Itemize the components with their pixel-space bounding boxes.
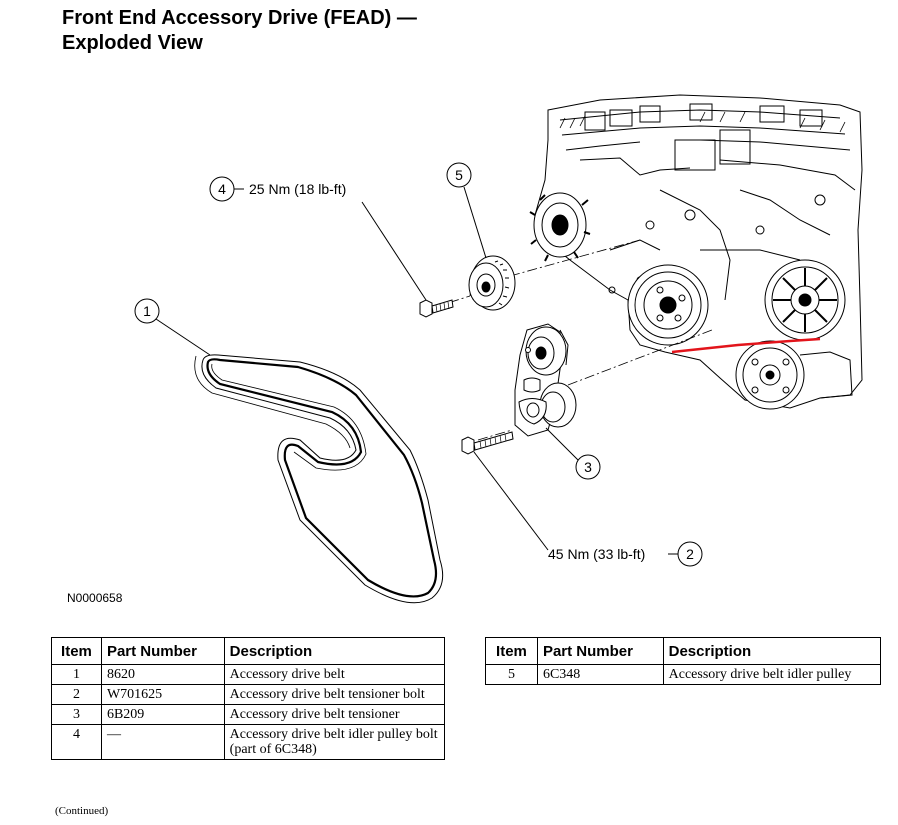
header-description: Description	[662, 637, 882, 665]
callout-5-number: 5	[455, 167, 463, 183]
callout-4-torque: 25 Nm (18 lb-ft)	[249, 181, 346, 197]
callout-3: 3	[545, 427, 601, 480]
header-part-number: Part Number	[536, 637, 664, 665]
callout-4-number: 4	[218, 181, 226, 197]
cell-description: Accessory drive belt	[223, 664, 446, 685]
table-row: 2 W701625 Accessory drive belt tensioner…	[51, 684, 446, 705]
exploded-view-diagram: 1 2 45 Nm (33 lb-ft) 3 4 25 Nm (18 lb-ft…	[134, 94, 863, 604]
cell-item: 4	[51, 724, 102, 760]
header-description: Description	[223, 637, 446, 665]
crankshaft-pulley	[627, 264, 709, 346]
header-item: Item	[51, 637, 102, 665]
table-row: 3 6B209 Accessory drive belt tensioner	[51, 704, 446, 725]
header-part-number: Part Number	[100, 637, 225, 665]
cell-item: 1	[51, 664, 102, 685]
belt-tensioner	[514, 323, 577, 437]
title-line-1: Front End Accessory Drive (FEAD) —	[62, 7, 417, 29]
callout-2-number: 2	[686, 546, 694, 562]
title-line-2: Exploded View	[62, 32, 203, 54]
cell-part-number: 6C348	[536, 664, 664, 685]
cell-item: 2	[51, 684, 102, 705]
callout-3-number: 3	[584, 459, 592, 475]
idler-pulley	[468, 255, 516, 311]
idler-pulley-bolt	[419, 299, 454, 318]
table-row: 1 8620 Accessory drive belt	[51, 664, 446, 685]
page-title: Front End Accessory Drive (FEAD) — Explo…	[62, 6, 522, 56]
cell-item: 5	[485, 664, 538, 685]
parts-table-right: Item Part Number Description 5 6C348 Acc…	[485, 637, 882, 685]
cell-item: 3	[51, 704, 102, 725]
cell-part-number: 6B209	[100, 704, 225, 725]
figure-id: N0000658	[67, 591, 123, 605]
cell-description: Accessory drive belt tensioner bolt	[223, 684, 446, 705]
cell-part-number: —	[100, 724, 225, 760]
callout-2-torque: 45 Nm (33 lb-ft)	[548, 546, 645, 562]
parts-table-left: Item Part Number Description 1 8620 Acce…	[51, 637, 446, 760]
cell-description: Accessory drive belt idler pulley bolt (…	[223, 724, 446, 760]
table-header-row: Item Part Number Description	[485, 637, 882, 665]
cell-description: Accessory drive belt tensioner	[223, 704, 446, 725]
red-annotation-line	[671, 337, 821, 354]
callout-4: 4 25 Nm (18 lb-ft)	[209, 176, 427, 301]
cell-part-number: W701625	[100, 684, 225, 705]
callout-5: 5	[446, 162, 487, 259]
ac-compressor-pulley	[735, 340, 853, 410]
continued-note: (Continued)	[55, 805, 109, 817]
water-pump-pulley	[764, 259, 846, 341]
table-header-row: Item Part Number Description	[51, 637, 446, 665]
alternator	[529, 192, 591, 262]
cell-description: Accessory drive belt idler pulley	[662, 664, 882, 685]
header-item: Item	[485, 637, 538, 665]
callout-2: 2 45 Nm (33 lb-ft)	[473, 451, 703, 567]
engine-block	[534, 94, 863, 409]
cell-part-number: 8620	[100, 664, 225, 685]
accessory-drive-belt	[194, 354, 444, 604]
tensioner-bolt	[461, 431, 514, 455]
table-row: 4 — Accessory drive belt idler pulley bo…	[51, 724, 446, 760]
callout-1: 1	[134, 298, 211, 356]
table-row: 5 6C348 Accessory drive belt idler pulle…	[485, 664, 882, 685]
callout-1-number: 1	[143, 303, 151, 319]
